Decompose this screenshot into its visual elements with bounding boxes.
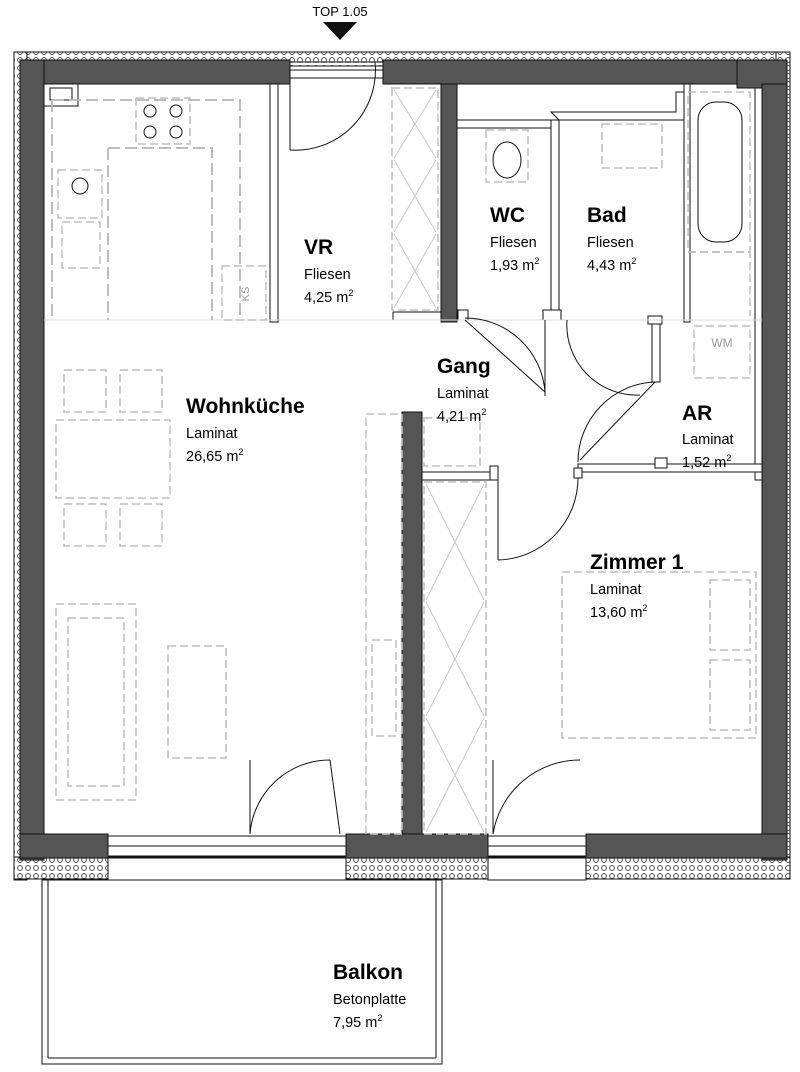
room-label-bad: Bad Fliesen 4,43 m2	[587, 204, 636, 274]
room-name: WC	[490, 204, 525, 227]
room-floor: Betonplatte	[333, 992, 406, 1008]
room-name: Wohnküche	[186, 395, 305, 418]
room-name: VR	[304, 236, 333, 259]
room-label-ar: AR Laminat 1,52 m2	[682, 402, 734, 471]
room-name: Balkon	[333, 961, 403, 984]
room-name: AR	[682, 402, 712, 425]
room-label-wohnkueche: Wohnküche Laminat 26,65 m2	[186, 395, 305, 465]
room-floor: Fliesen	[587, 235, 634, 251]
bedroom-furniture	[561, 571, 757, 739]
room-label-wc: WC Fliesen 1,93 m2	[490, 204, 539, 274]
entrance-label: TOP 1.05	[312, 4, 367, 19]
room-area: 26,65 m2	[186, 447, 243, 465]
room-floor: Laminat	[186, 426, 238, 442]
room-area: 13,60 m2	[590, 603, 647, 621]
room-name: Gang	[437, 355, 491, 378]
interior-walls	[44, 83, 763, 835]
room-area: 4,25 m2	[304, 288, 353, 306]
doors	[249, 61, 656, 835]
entrance-arrow-icon	[323, 22, 357, 40]
sanitary-fixtures: WM	[485, 91, 751, 379]
exterior-walls	[19, 59, 788, 861]
dining-furniture	[55, 369, 171, 547]
room-floor: Fliesen	[304, 267, 351, 283]
entrance-marker: TOP 1.05	[312, 4, 368, 40]
room-floor: Laminat	[590, 582, 642, 598]
room-floor: Laminat	[437, 386, 489, 402]
living-furniture	[55, 413, 403, 835]
room-label-balkon: Balkon Betonplatte 7,95 m2	[333, 961, 406, 1031]
room-label-zimmer1: Zimmer 1 Laminat 13,60 m2	[590, 551, 684, 621]
kitchen-furniture: KS	[51, 97, 267, 321]
room-area: 4,43 m2	[587, 256, 636, 274]
room-label-gang: Gang Laminat 4,21 m2	[437, 355, 491, 425]
room-floor: Laminat	[682, 432, 734, 448]
room-label-vr: VR Fliesen 4,25 m2	[304, 236, 353, 306]
room-area: 7,95 m2	[333, 1013, 382, 1031]
balcony	[41, 879, 443, 1065]
room-area: 4,21 m2	[437, 407, 486, 425]
fridge-label: KS	[240, 287, 252, 302]
windows	[107, 835, 587, 881]
washing-machine-label: WM	[711, 336, 732, 350]
room-name: Zimmer 1	[590, 551, 684, 574]
room-name: Bad	[587, 204, 627, 227]
wardrobes	[391, 87, 487, 835]
room-area: 1,93 m2	[490, 256, 539, 274]
room-area: 1,52 m2	[682, 453, 731, 471]
room-floor: Fliesen	[490, 235, 537, 251]
